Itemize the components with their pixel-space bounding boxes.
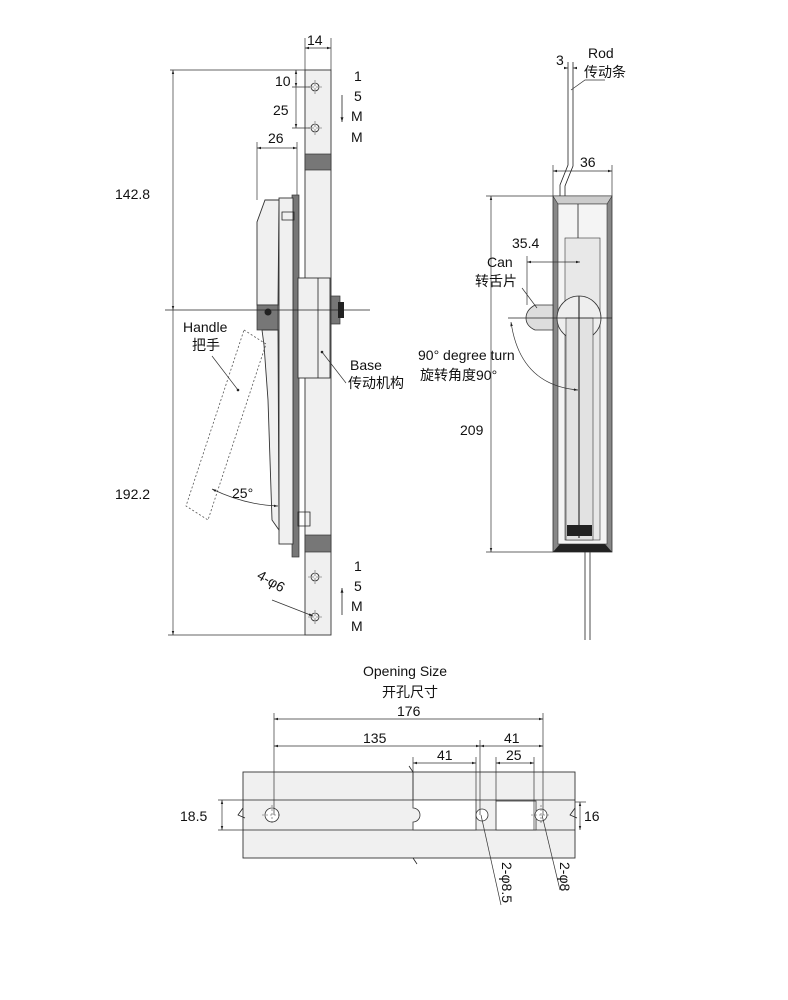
handle-label-cn: 把手 xyxy=(192,337,220,353)
base-label-en: Base xyxy=(350,357,382,373)
dim-total: 176 xyxy=(397,703,421,719)
can-label-en: Can xyxy=(487,254,513,270)
svg-text:5: 5 xyxy=(354,578,362,594)
base-mechanism xyxy=(297,277,331,379)
dim-slot: 41 xyxy=(437,747,453,763)
dim-width: 36 xyxy=(580,154,596,170)
turn-label-en: 90° degree turn xyxy=(418,347,515,363)
dim-left-height: 18.5 xyxy=(180,808,207,824)
dim-height: 209 xyxy=(460,422,484,438)
rod-top xyxy=(559,62,574,196)
angle-label: 25° xyxy=(232,485,253,501)
mounting-holes xyxy=(308,80,322,624)
handle-open-position xyxy=(185,329,267,521)
svg-text:1: 1 xyxy=(354,558,362,574)
dim-rod: 3 xyxy=(556,52,564,68)
hole-label-b: 2-φ8 xyxy=(557,862,573,892)
opening-size-view: Opening Size 开孔尺寸 176 135 41 41 25 18.5 xyxy=(180,663,600,906)
dim-hole-pitch: 25 xyxy=(273,102,289,118)
dim-can: 35.4 xyxy=(512,235,539,251)
dim-lower-height: 192.2 xyxy=(115,486,150,502)
svg-text:5: 5 xyxy=(354,88,362,104)
dim-top-hole: 10 xyxy=(275,73,291,89)
dim-135: 135 xyxy=(363,730,387,746)
can-label-cn: 转舌片 xyxy=(475,273,517,289)
escutcheon-plate xyxy=(278,197,294,545)
side-view: 14 142.8 192.2 10 25 26 1 5 M M 1 5 M M xyxy=(115,32,404,636)
dim-25: 25 xyxy=(506,747,522,763)
dim-upper-height: 142.8 xyxy=(115,186,150,202)
dim-strip-width: 14 xyxy=(307,32,323,48)
handle-head xyxy=(256,199,280,306)
turn-label-cn: 旋转角度90° xyxy=(420,367,497,383)
handle-lever xyxy=(261,329,280,532)
slot-cutout xyxy=(412,799,477,831)
dim-handle-depth: 26 xyxy=(268,130,284,146)
strip-band-bottom xyxy=(304,534,332,553)
stroke-note-top: 1 5 M M xyxy=(340,68,363,145)
svg-text:M: M xyxy=(351,598,363,614)
rod-bottom xyxy=(584,552,591,640)
handle-label-en: Handle xyxy=(183,319,228,335)
svg-text:M: M xyxy=(351,129,363,145)
svg-text:1: 1 xyxy=(354,68,362,84)
cam-tab xyxy=(525,304,554,331)
svg-text:M: M xyxy=(351,618,363,634)
front-view: 3 Rod 传动条 36 209 35.4 Can 转舌片 90° degree… xyxy=(418,45,626,640)
opening-title-cn: 开孔尺寸 xyxy=(382,684,438,700)
rod-label-en: Rod xyxy=(588,45,614,61)
opening-title-en: Opening Size xyxy=(363,663,447,679)
rod-label-cn: 传动条 xyxy=(584,64,626,80)
panel-holes xyxy=(262,805,551,825)
rect-cutout xyxy=(495,800,537,831)
svg-text:M: M xyxy=(351,108,363,124)
dim-right-height: 16 xyxy=(584,808,600,824)
stroke-note-bottom: 1 5 M M xyxy=(340,558,363,634)
dim-right: 41 xyxy=(504,730,520,746)
hole-label-a: 2-φ8.5 xyxy=(499,862,515,903)
base-label-cn: 传动机构 xyxy=(348,375,404,391)
holes-label: 4-φ6 xyxy=(255,567,289,596)
strip-band-top xyxy=(304,153,332,171)
